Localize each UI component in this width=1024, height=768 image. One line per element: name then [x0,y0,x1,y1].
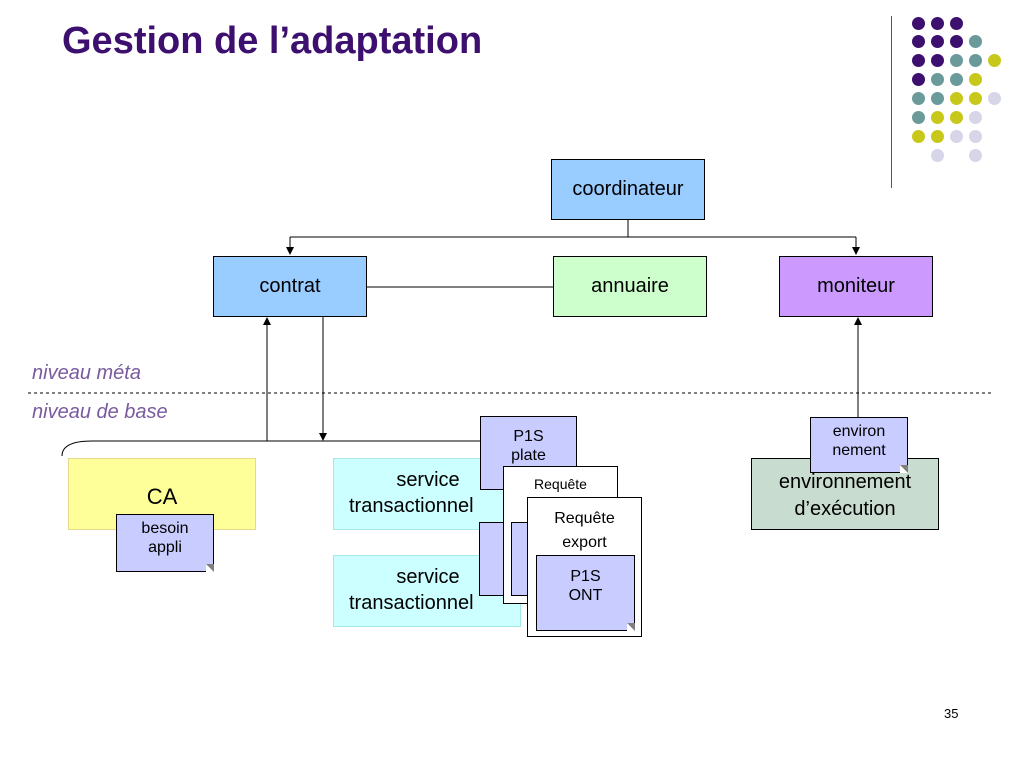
environ-line: environ [832,423,886,440]
coordinateur-label: coordinateur [572,178,684,200]
transactionnel-line: transactionnel [349,495,474,517]
p1s-ont-note: P1S ONT [536,555,635,631]
niveau-meta-label: niveau méta [32,362,141,384]
appli-line: appli [148,539,182,557]
dot [931,149,944,162]
niveau-base-label: niveau de base [32,401,168,423]
dot [912,54,925,67]
dot [912,111,925,124]
dot [931,73,944,86]
dot [950,17,963,30]
besoin-appli-note: besoin appli [116,514,214,572]
environnement-line: environnement [778,471,912,493]
nement-line: nement [832,442,886,460]
dot [931,54,944,67]
dot [969,73,982,86]
vertical-divider [891,16,892,188]
environnement-note: environ nement [810,417,908,473]
dot [950,35,963,48]
ca-label: CA [146,484,178,509]
annuaire-label: annuaire [591,275,669,297]
dot [950,92,963,105]
dot [931,92,944,105]
ont-line: ONT [568,587,603,605]
dot [912,130,925,143]
dot [969,111,982,124]
dot [969,35,982,48]
dot [931,35,944,48]
dot [931,17,944,30]
dot [950,111,963,124]
service-line: service [396,566,460,588]
execution-line: d’exécution [794,498,896,520]
p1s-line: P1S [570,568,601,585]
slide-title: Gestion de l’adaptation [62,20,483,62]
dot [912,73,925,86]
coordinateur-box: coordinateur [551,159,705,220]
contrat-label: contrat [259,275,321,297]
dot [969,149,982,162]
contrat-box: contrat [213,256,367,317]
transactionnel-line: transactionnel [349,592,474,614]
dot [988,92,1001,105]
service-line: service [396,469,460,491]
dot [969,130,982,143]
dot [931,111,944,124]
plate-line: plate [511,447,546,465]
requete-label: Requête [534,476,587,492]
dot [950,73,963,86]
dot [950,130,963,143]
moniteur-label: moniteur [817,275,895,297]
dot [969,92,982,105]
annuaire-box: annuaire [553,256,707,317]
p1s-line: P1S [513,428,544,445]
dot [931,130,944,143]
dot [969,54,982,67]
dot [988,54,1001,67]
dot [912,92,925,105]
moniteur-box: moniteur [779,256,933,317]
requete-line: Requête [554,510,615,527]
dot [950,54,963,67]
dot [912,35,925,48]
page-number: 35 [944,706,959,721]
export-line: export [562,534,607,551]
dot [912,17,925,30]
besoin-line: besoin [141,520,189,537]
base-bracket [61,440,496,457]
